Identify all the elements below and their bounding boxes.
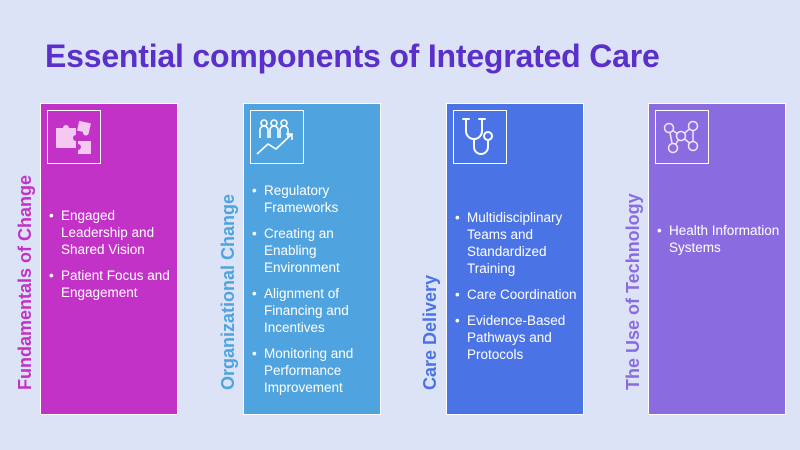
list-item: Alignment of Financing and Incentives xyxy=(252,285,376,336)
column-organizational: Regulatory Frameworks Creating an Enabli… xyxy=(243,103,381,415)
column-technology: Health Information Systems xyxy=(648,103,786,415)
column-label-fundamentals: Fundamentals of Change xyxy=(15,174,35,390)
column-fundamentals: Engaged Leadership and Shared Vision Pat… xyxy=(40,103,178,415)
column-care-delivery: Multidisciplinary Teams and Standardized… xyxy=(446,103,584,415)
column-label-technology: The Use of Technology xyxy=(623,193,643,390)
network-icon xyxy=(655,110,709,164)
list-item: Multidisciplinary Teams and Standardized… xyxy=(455,209,579,277)
list-item: Creating an Enabling Environment xyxy=(252,225,376,276)
people-growth-icon xyxy=(250,110,304,164)
list-item: Monitoring and Performance Improvement xyxy=(252,345,376,396)
puzzle-icon xyxy=(47,110,101,164)
column-label-care-delivery: Care Delivery xyxy=(420,274,440,390)
list-item: Engaged Leadership and Shared Vision xyxy=(49,207,173,258)
list-item: Health Information Systems xyxy=(657,222,781,256)
list-item: Care Coordination xyxy=(455,286,579,303)
list-item: Patient Focus and Engagement xyxy=(49,267,173,301)
list-item: Regulatory Frameworks xyxy=(252,182,376,216)
column-label-organizational: Organizational Change xyxy=(218,193,238,390)
page-title: Essential components of Integrated Care xyxy=(45,38,660,74)
stethoscope-icon xyxy=(453,110,507,164)
list-item: Evidence-Based Pathways and Protocols xyxy=(455,312,579,363)
